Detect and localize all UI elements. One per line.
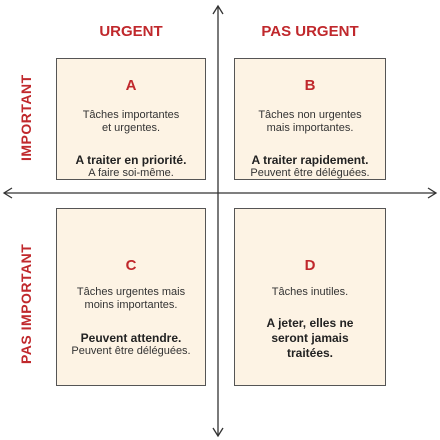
quadrant-a-desc-line1: Tâches importantes bbox=[82, 109, 180, 121]
column-header-pas-urgent: PAS URGENT bbox=[261, 23, 359, 40]
quadrant-d-letter: D bbox=[304, 257, 316, 274]
column-header-urgent: URGENT bbox=[99, 23, 163, 40]
row-label-important: IMPORTANT bbox=[18, 74, 34, 162]
quadrant-d-desc: Tâches inutiles. bbox=[271, 286, 349, 298]
quadrant-a-action: A traiter en priorité. bbox=[75, 153, 187, 167]
quadrant-c: C Tâches urgentes mais moins importantes… bbox=[56, 208, 206, 386]
quadrant-b-letter: B bbox=[304, 77, 316, 94]
quadrant-a-letter: A bbox=[125, 77, 137, 94]
quadrant-c-note: Peuvent être déléguées. bbox=[71, 345, 191, 357]
quadrant-d-action-line2: seront jamais bbox=[271, 331, 349, 345]
quadrant-b-desc-line1: Tâches non urgentes bbox=[258, 109, 362, 121]
row-label-pas-important: PAS IMPORTANT bbox=[18, 243, 34, 365]
quadrant-b-note: Peuvent être déléguées. bbox=[250, 167, 370, 179]
quadrant-c-action: Peuvent attendre. bbox=[80, 331, 182, 345]
quadrant-b-desc-line2: mais importantes. bbox=[266, 122, 354, 134]
quadrant-d-action-line3: traitées. bbox=[286, 346, 334, 360]
vertical-axis bbox=[212, 4, 224, 438]
quadrant-a: A Tâches importantes et urgentes. A trai… bbox=[56, 58, 206, 180]
quadrant-d: D Tâches inutiles. A jeter, elles ne ser… bbox=[234, 208, 386, 386]
quadrant-a-note: A faire soi-même. bbox=[88, 167, 174, 179]
quadrant-c-desc-line2: moins importantes. bbox=[84, 299, 178, 311]
quadrant-d-action-line1: A jeter, elles ne bbox=[266, 316, 354, 330]
quadrant-a-desc-line2: et urgentes. bbox=[101, 122, 161, 134]
quadrant-b: B Tâches non urgentes mais importantes. … bbox=[234, 58, 386, 180]
horizontal-axis bbox=[2, 187, 438, 199]
quadrant-c-letter: C bbox=[125, 257, 137, 274]
quadrant-c-desc-line1: Tâches urgentes mais bbox=[76, 286, 186, 298]
quadrant-b-action: A traiter rapidement. bbox=[251, 153, 369, 167]
